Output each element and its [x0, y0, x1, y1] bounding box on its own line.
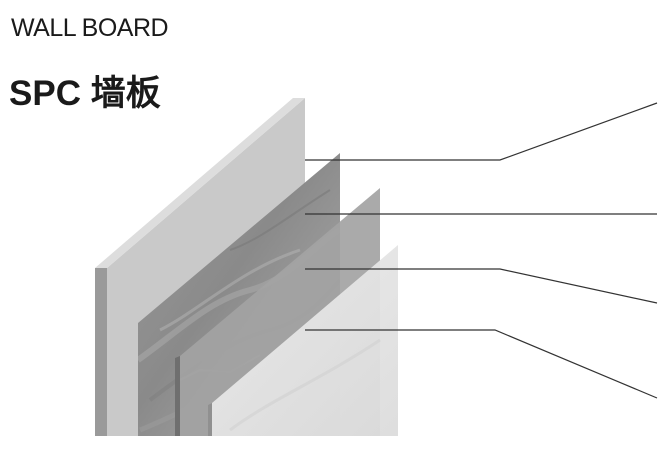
base-board-top-edge	[95, 98, 305, 268]
marble-side-edge	[175, 356, 180, 436]
page-title: SPC 墙板	[9, 74, 161, 113]
wear-face	[212, 245, 398, 436]
leader-line-4	[305, 329, 658, 399]
grey-side-edge	[208, 403, 212, 436]
leader-line-1	[305, 102, 658, 161]
leader-lines	[305, 102, 658, 399]
page-subtitle: WALL BOARD	[11, 14, 169, 42]
leader-line-3	[305, 268, 658, 304]
layer-wear	[212, 245, 398, 436]
base-board-side-edge	[95, 268, 107, 436]
